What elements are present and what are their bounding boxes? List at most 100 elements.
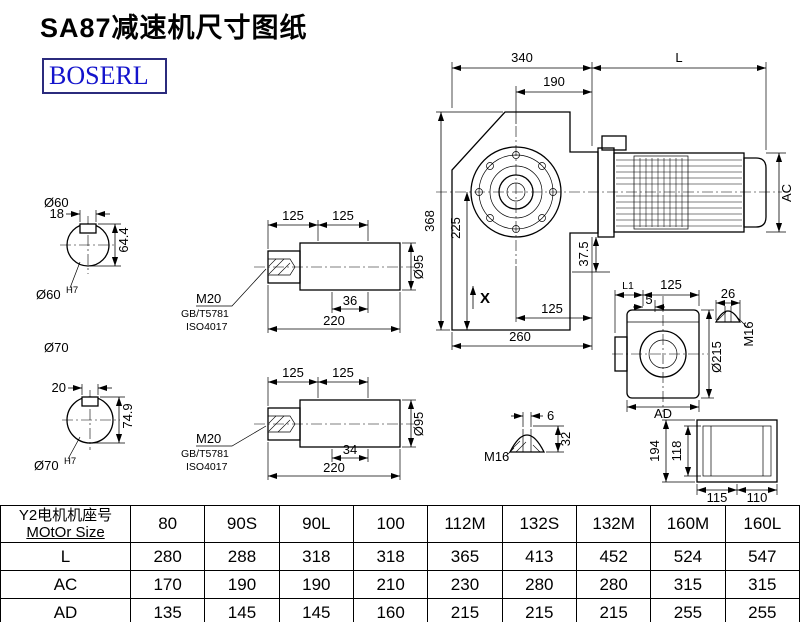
gearbox-side-view: L1 125 5 26 M16 Ø215 AD bbox=[612, 277, 756, 421]
shaft2-body bbox=[299, 399, 401, 448]
dim-label-18: 18 bbox=[50, 206, 64, 221]
dim-label-36: 36 bbox=[343, 293, 357, 308]
dim-label-6: 6 bbox=[547, 408, 554, 423]
shaft70-keyway bbox=[81, 396, 99, 407]
cell: 210 bbox=[352, 570, 429, 599]
dim-label-AD: AD bbox=[654, 406, 672, 421]
std-label-gbt5781: GB/T5781 bbox=[181, 448, 229, 460]
cell: 190 bbox=[204, 570, 280, 599]
std-label-iso4017: ISO4017 bbox=[186, 461, 228, 473]
dia70-tol-sup: H7 bbox=[64, 456, 76, 467]
dim-label-AC: AC bbox=[779, 184, 794, 202]
shaft60-keyway bbox=[79, 223, 97, 234]
dim-label-32: 32 bbox=[558, 432, 573, 446]
col-header-160l: 160L bbox=[724, 505, 800, 543]
thread-label-m16: M16 bbox=[741, 321, 756, 346]
dim-label-125a: 125 bbox=[282, 208, 304, 223]
col-header-112m: 112M bbox=[427, 505, 503, 543]
header-label-cn: Y2电机机座号 bbox=[18, 507, 113, 524]
shaft70-view: Ø70 20 74.9 Ø70 H7 bbox=[34, 340, 135, 473]
eyebolt-detail-view: 6 32 M16 bbox=[484, 408, 573, 464]
cell: 215 bbox=[427, 598, 503, 622]
row-label-L: L bbox=[0, 542, 131, 571]
dim-label-115: 115 bbox=[707, 490, 728, 505]
thread-label-m20: M20 bbox=[196, 291, 221, 306]
gearbox-housing bbox=[451, 111, 599, 331]
cell: 255 bbox=[650, 598, 726, 622]
back-cover bbox=[702, 425, 772, 477]
std-label-iso4017: ISO4017 bbox=[186, 321, 228, 333]
cell: 135 bbox=[129, 598, 206, 622]
col-header-80: 80 bbox=[129, 505, 206, 543]
dim-label-125b: 125 bbox=[332, 208, 354, 223]
col-header-100: 100 bbox=[352, 505, 429, 543]
table-corner-cell: Y2电机机座号 MOtOr Size bbox=[0, 505, 131, 543]
cell: 452 bbox=[575, 542, 652, 571]
col-header-90l: 90L bbox=[278, 505, 354, 543]
technical-drawing: 340 L 190 368 225 37.5 X 125 260 bbox=[34, 50, 794, 505]
dim-label-110: 110 bbox=[747, 490, 768, 505]
motor-stator bbox=[633, 155, 689, 230]
dim-label-118: 118 bbox=[669, 441, 684, 462]
dia70-tol-label: Ø70 bbox=[34, 458, 59, 473]
motor-junction-box bbox=[601, 135, 627, 151]
dim-label-125-bottom: 125 bbox=[541, 301, 563, 316]
dim-label-220: 220 bbox=[323, 460, 345, 475]
label-X: X bbox=[480, 290, 490, 307]
col-header-132m: 132M bbox=[575, 505, 652, 543]
col-header-160m: 160M bbox=[650, 505, 726, 543]
motor-dimension-table: Y2电机机座号 MOtOr Size 80 90S 90L 100 112M 1… bbox=[0, 505, 800, 622]
cell: 280 bbox=[129, 542, 206, 571]
cell: 315 bbox=[724, 570, 800, 599]
dim-label-225: 225 bbox=[448, 217, 463, 239]
cell: 230 bbox=[427, 570, 503, 599]
cell: 315 bbox=[650, 570, 726, 599]
cell: 145 bbox=[204, 598, 280, 622]
dim-label-260: 260 bbox=[509, 329, 531, 344]
dia60-tol-sup: H7 bbox=[66, 285, 78, 296]
cell: 170 bbox=[129, 570, 206, 599]
side-shaft-stub bbox=[614, 336, 628, 372]
brand-logo: BOSERL bbox=[42, 58, 167, 94]
header-label-en: MOtOr Size bbox=[26, 524, 105, 541]
dim-label-368: 368 bbox=[422, 210, 437, 232]
dim-label-220: 220 bbox=[323, 313, 345, 328]
dim-label-5: 5 bbox=[645, 292, 652, 307]
dim-label-dia95: Ø95 bbox=[411, 412, 426, 437]
shaft-side-view-1: 125 125 M20 GB/T5781 ISO4017 36 220 Ø95 bbox=[181, 208, 426, 333]
dim-label-340: 340 bbox=[511, 50, 533, 65]
col-header-132s: 132S bbox=[501, 505, 577, 543]
dim-label-34: 34 bbox=[343, 442, 357, 457]
cell: 524 bbox=[650, 542, 726, 571]
dim-label-20: 20 bbox=[52, 380, 66, 395]
dia60-tol-label: Ø60 bbox=[36, 287, 61, 302]
dim-label-L1: L1 bbox=[622, 280, 634, 292]
table-row-AD: AD 135 145 145 160 215 215 215 255 255 bbox=[0, 598, 800, 622]
dim-label-L: L bbox=[675, 50, 682, 65]
back-body bbox=[696, 419, 778, 483]
cell: 190 bbox=[278, 570, 354, 599]
dim-label-125b: 125 bbox=[332, 365, 354, 380]
table-header-row: Y2电机机座号 MOtOr Size 80 90S 90L 100 112M 1… bbox=[0, 505, 800, 543]
back-view: 194 118 115 110 bbox=[647, 419, 778, 505]
motor-fan-cover bbox=[743, 157, 767, 228]
table-row-L: L 280 288 318 318 365 413 452 524 547 bbox=[0, 542, 800, 571]
std-label-gbt5781: GB/T5781 bbox=[181, 308, 229, 320]
dim-label-190: 190 bbox=[543, 74, 565, 89]
table-row-AC: AC 170 190 190 210 230 280 280 315 315 bbox=[0, 570, 800, 599]
dim-label-dia215: Ø215 bbox=[709, 341, 724, 373]
dim-label-dia95: Ø95 bbox=[411, 255, 426, 280]
cell: 318 bbox=[352, 542, 429, 571]
shaft-side-view-2: 125 125 M20 GB/T5781 ISO4017 34 220 Ø95 bbox=[181, 365, 426, 480]
cell: 280 bbox=[501, 570, 577, 599]
thread-label-m16: M16 bbox=[484, 449, 509, 464]
cell: 365 bbox=[427, 542, 503, 571]
dim-label-74-9: 74.9 bbox=[120, 403, 135, 428]
row-label-AD: AD bbox=[0, 598, 131, 622]
dim-label-64-4: 64.4 bbox=[116, 227, 131, 252]
eyebolt-boss bbox=[714, 310, 742, 323]
cell: 160 bbox=[352, 598, 429, 622]
cell: 318 bbox=[278, 542, 354, 571]
cell: 288 bbox=[204, 542, 280, 571]
